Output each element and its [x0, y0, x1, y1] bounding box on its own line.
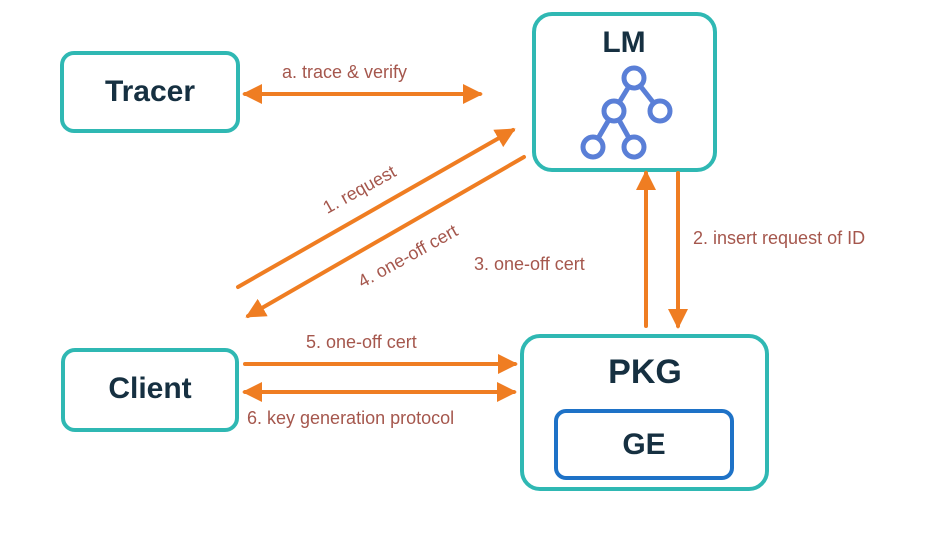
client-box — [61, 348, 239, 432]
tracer-box — [60, 51, 240, 133]
one-off-cert-3-label: 3. one-off cert — [474, 254, 585, 274]
trace-verify-label: a. trace & verify — [282, 62, 407, 82]
pkg-node: PKG GE — [520, 334, 769, 491]
client-node: Client — [61, 348, 239, 432]
tree-node-leaf-right — [621, 134, 647, 160]
one-off-cert-4-arrow — [245, 155, 526, 318]
request-label: 1. request — [320, 161, 400, 217]
tree-node-root — [621, 65, 647, 91]
hierarchy-tree-icon — [580, 65, 673, 160]
one-off-cert-5-label: 5. one-off cert — [306, 332, 417, 352]
lm-node: LM — [532, 12, 717, 172]
tracer-label: Tracer — [105, 75, 195, 108]
key-generation-label: 6. key generation protocol — [247, 408, 454, 428]
pkg-label: PKG — [608, 353, 682, 391]
lm-label: LM — [602, 26, 645, 59]
tree-node-left — [601, 98, 627, 124]
tracer-node: Tracer — [60, 51, 240, 133]
one-off-cert-4-label: 4. one-off cert — [355, 220, 462, 291]
ge-box — [554, 409, 734, 480]
tree-node-leaf-left — [580, 134, 606, 160]
tree-node-right — [647, 98, 673, 124]
request-arrow — [236, 128, 516, 289]
client-label: Client — [108, 372, 191, 405]
insert-request-label: 2. insert request of ID — [693, 228, 865, 248]
ge-label: GE — [622, 428, 665, 461]
